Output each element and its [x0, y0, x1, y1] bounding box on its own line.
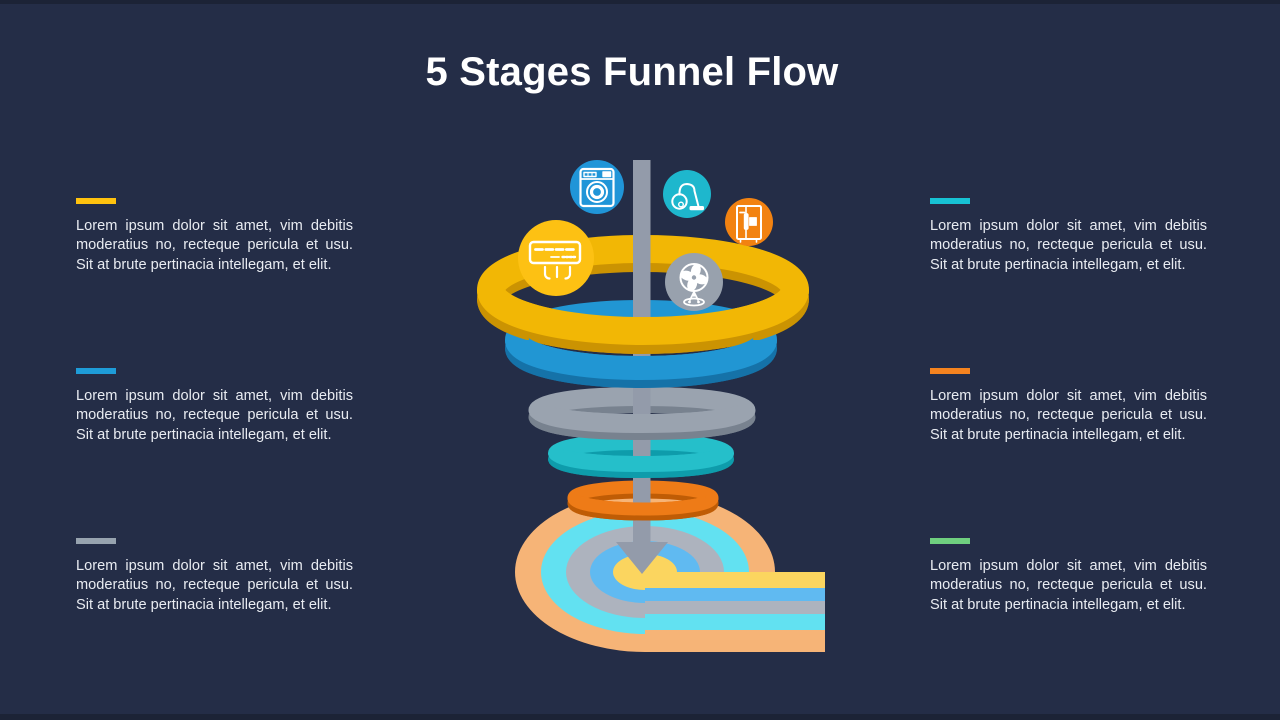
- stage-text-block-3: Lorem ipsum dolor sit amet, vim debitis …: [76, 538, 353, 615]
- flow-stripe-yellow: [645, 572, 825, 588]
- flow-swirl: [515, 492, 825, 652]
- down-arrow-icon: [616, 542, 668, 574]
- block-text: Lorem ipsum dolor sit amet, vim debitis …: [76, 218, 353, 273]
- washing-machine-icon: [570, 160, 624, 214]
- vacuum-cleaner-icon: [663, 170, 711, 218]
- fan-icon: [665, 253, 723, 311]
- stage-text-block-4: Lorem ipsum dolor sit amet, vim debitis …: [930, 198, 1207, 275]
- block-text: Lorem ipsum dolor sit amet, vim debitis …: [76, 558, 353, 613]
- flow-stripe-gray: [645, 601, 825, 614]
- block-text: Lorem ipsum dolor sit amet, vim debitis …: [930, 388, 1207, 443]
- block-text: Lorem ipsum dolor sit amet, vim debitis …: [930, 218, 1207, 273]
- flow-stripe-peach: [645, 630, 825, 652]
- air-conditioner-icon: [518, 220, 594, 296]
- stage-text-block-2: Lorem ipsum dolor sit amet, vim debitis …: [76, 368, 353, 445]
- refrigerator-icon: [725, 198, 773, 246]
- accent-bar: [76, 368, 116, 374]
- accent-bar: [76, 538, 116, 544]
- page-title: 5 Stages Funnel Flow: [425, 50, 839, 94]
- stage-text-block-5: Lorem ipsum dolor sit amet, vim debitis …: [930, 368, 1207, 445]
- funnel-rings-front: [477, 287, 809, 521]
- block-text: Lorem ipsum dolor sit amet, vim debitis …: [76, 388, 353, 443]
- accent-bar: [930, 198, 970, 204]
- flow-stripe-cyan: [645, 614, 825, 630]
- icon-badges: [518, 160, 773, 311]
- stage-text-block-6: Lorem ipsum dolor sit amet, vim debitis …: [930, 538, 1207, 615]
- accent-bar: [930, 538, 970, 544]
- stage-text-block-1: Lorem ipsum dolor sit amet, vim debitis …: [76, 198, 353, 275]
- block-text: Lorem ipsum dolor sit amet, vim debitis …: [930, 558, 1207, 613]
- accent-bar: [930, 368, 970, 374]
- accent-bar: [76, 198, 116, 204]
- bottom-edge-strip: [0, 714, 1280, 720]
- flow-stripe-sky: [645, 588, 825, 601]
- top-edge-strip: [0, 0, 1280, 4]
